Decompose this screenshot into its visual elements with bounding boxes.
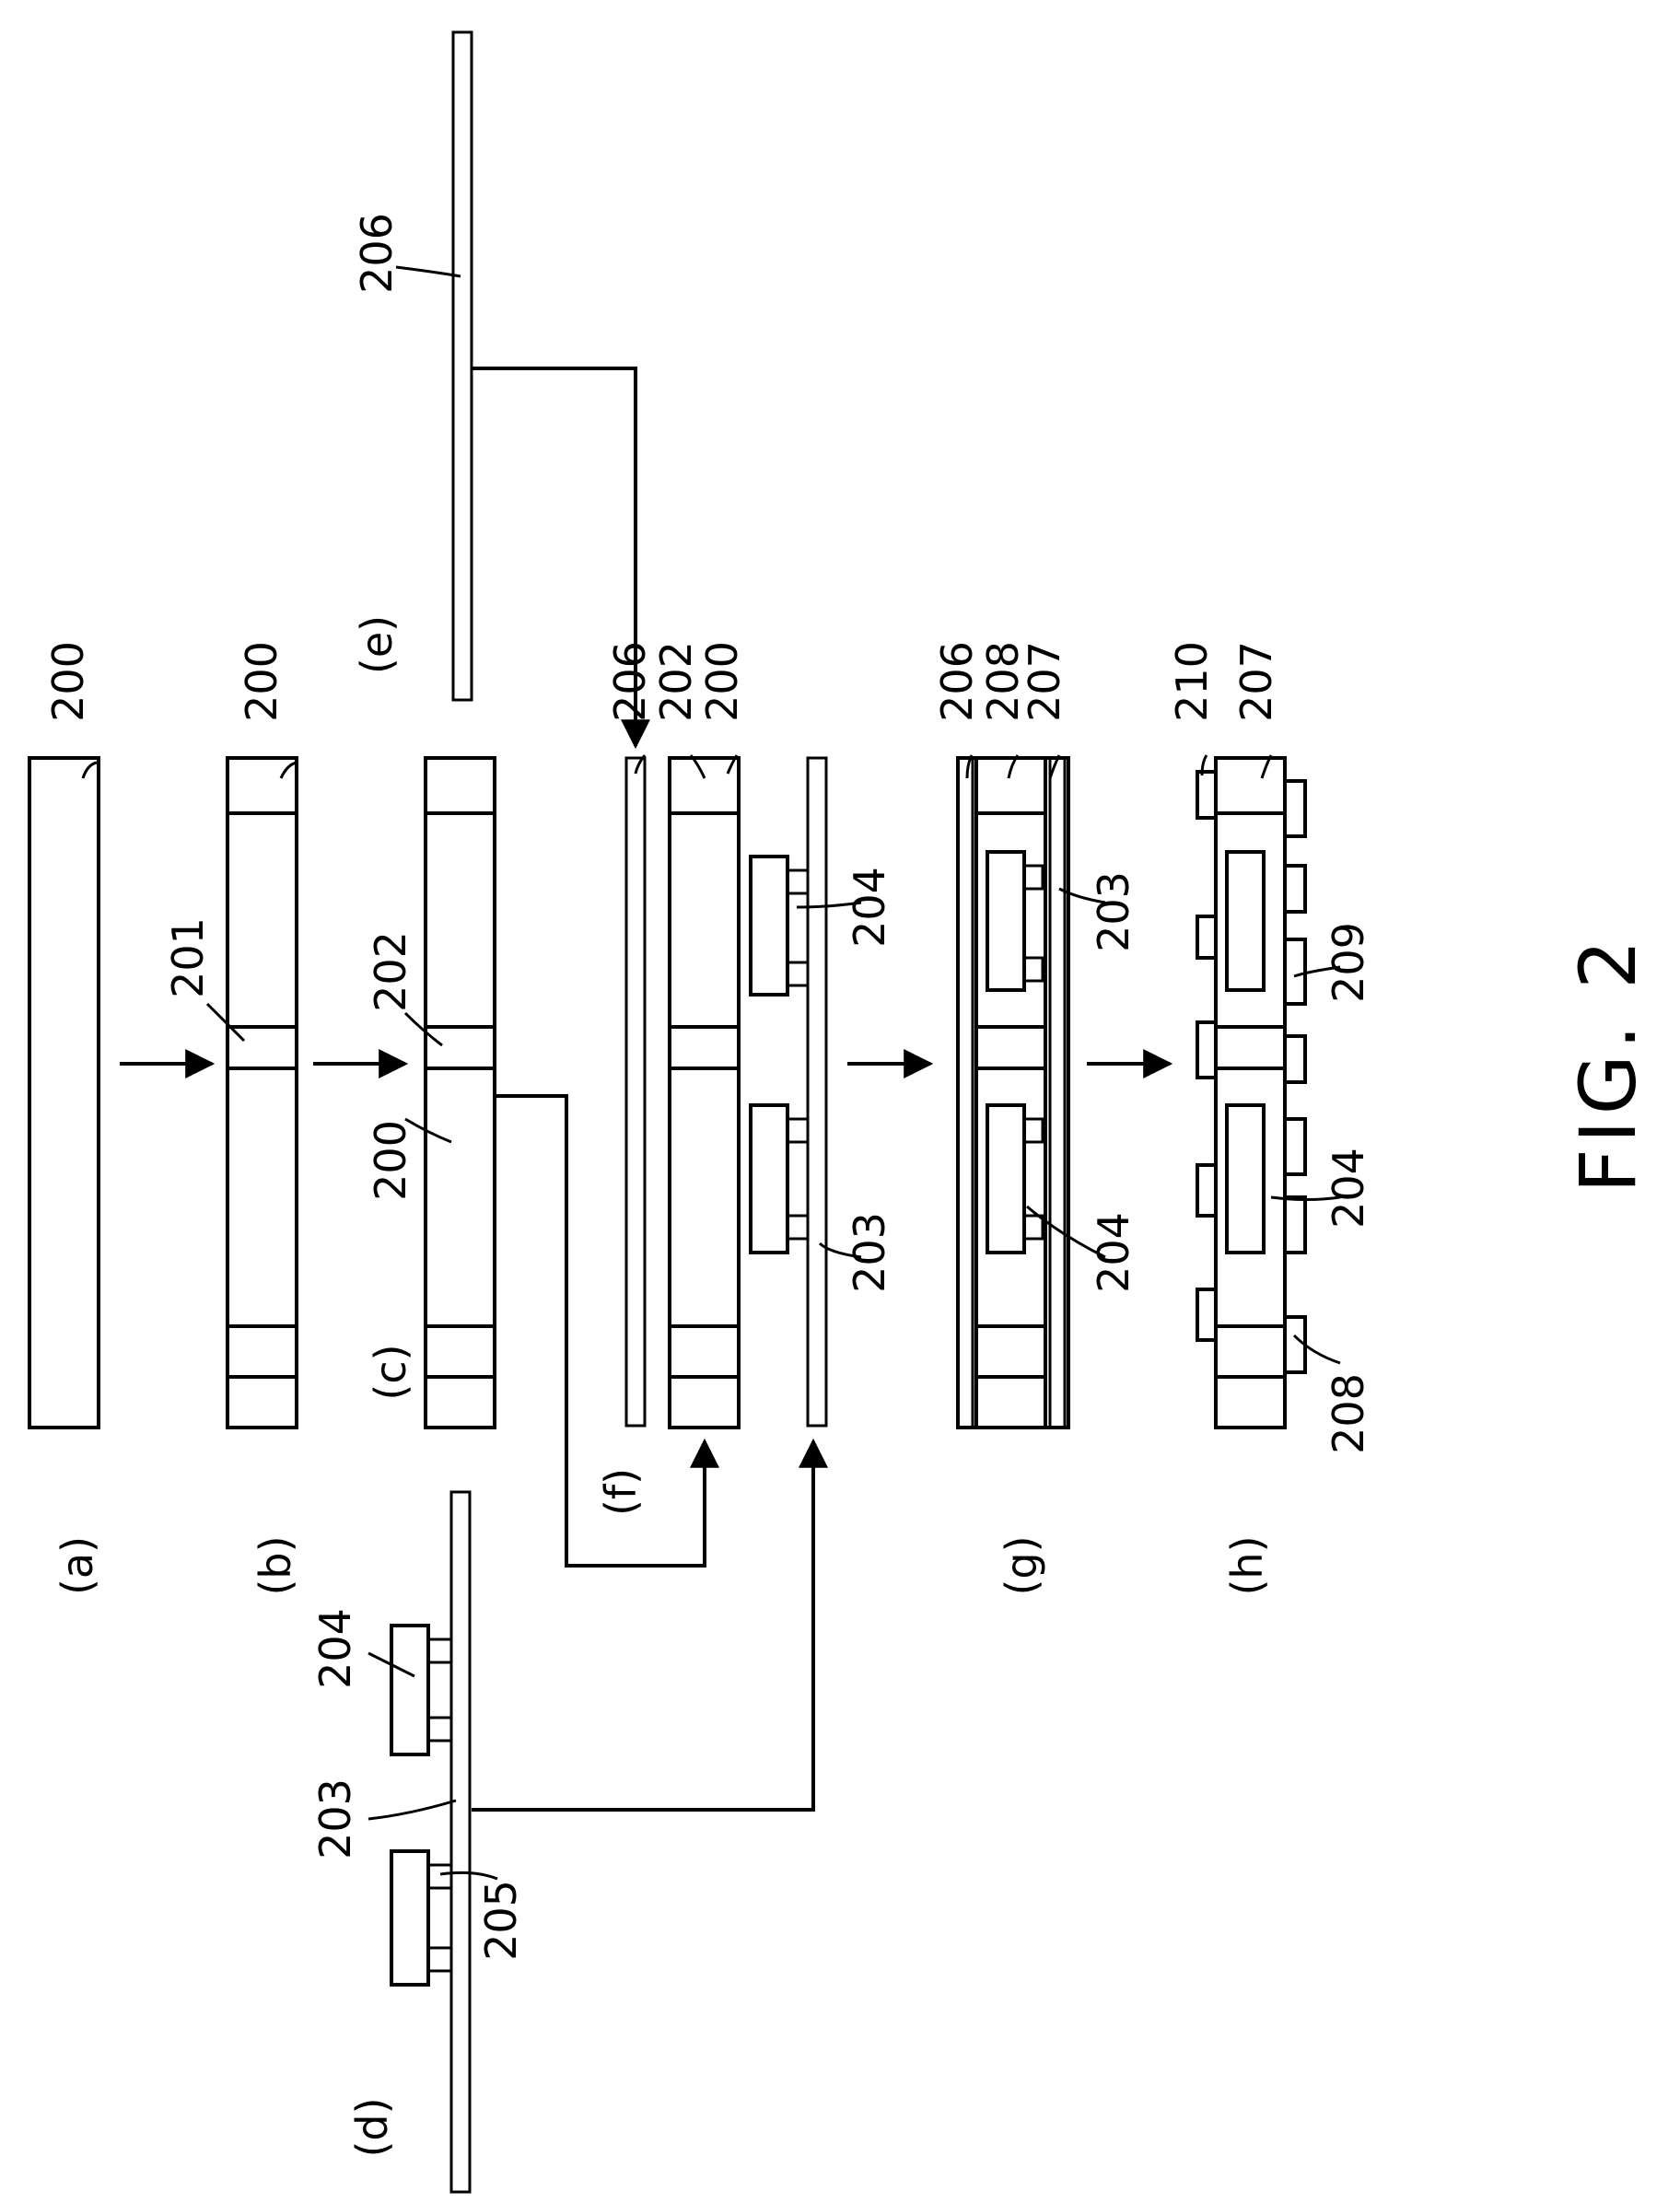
label-step-e: (e) [352, 615, 402, 674]
label-step-b: (b) [251, 1535, 300, 1595]
step-d-components-on-leadframe [391, 1492, 470, 2192]
ref-206-e: 206 [352, 213, 402, 294]
ref-202-f: 202 [651, 641, 701, 722]
label-step-a: (a) [52, 1536, 102, 1595]
ref-209: 209 [1324, 922, 1373, 1003]
label-step-f: (f) [596, 1468, 646, 1516]
ref-205: 205 [476, 1880, 526, 1961]
ref-204-g: 204 [1089, 1212, 1138, 1293]
ref-200-a: 200 [43, 641, 93, 722]
step-b-substrate-with-holes [228, 758, 297, 1428]
ref-208-h: 208 [1324, 1373, 1373, 1454]
ref-202-c: 202 [366, 931, 415, 1012]
ref-204-d: 204 [310, 1608, 360, 1689]
ref-203-g: 203 [1089, 871, 1138, 952]
ref-204-h: 204 [1324, 1148, 1373, 1229]
step-c-filled-vias [426, 758, 495, 1428]
step-h-patterned [1197, 758, 1305, 1428]
figure-caption: FIG. 2 [1563, 934, 1653, 1193]
ref-207-h: 207 [1231, 641, 1281, 722]
ref-206-f: 206 [605, 641, 655, 722]
ref-200-f: 200 [697, 641, 747, 722]
ref-203-f: 203 [845, 1212, 894, 1293]
label-step-h: (h) [1222, 1535, 1272, 1595]
ref-204-f: 204 [845, 867, 894, 948]
label-step-c: (c) [366, 1344, 415, 1400]
ref-206-g: 206 [932, 641, 982, 722]
ref-201: 201 [163, 917, 213, 998]
step-e-sheet [453, 32, 472, 700]
ref-203-d: 203 [310, 1778, 360, 1859]
ref-200-c: 200 [366, 1120, 415, 1201]
label-step-d: (d) [347, 2097, 397, 2157]
label-step-g: (g) [997, 1535, 1046, 1595]
step-a-substrate [29, 758, 99, 1428]
step-f-stack [626, 758, 826, 1428]
leader-lines [83, 267, 1340, 1879]
ref-200-b: 200 [237, 641, 286, 722]
step-g-laminated [958, 758, 1068, 1428]
ref-207-g: 207 [1020, 641, 1069, 722]
ref-210: 210 [1167, 641, 1217, 722]
